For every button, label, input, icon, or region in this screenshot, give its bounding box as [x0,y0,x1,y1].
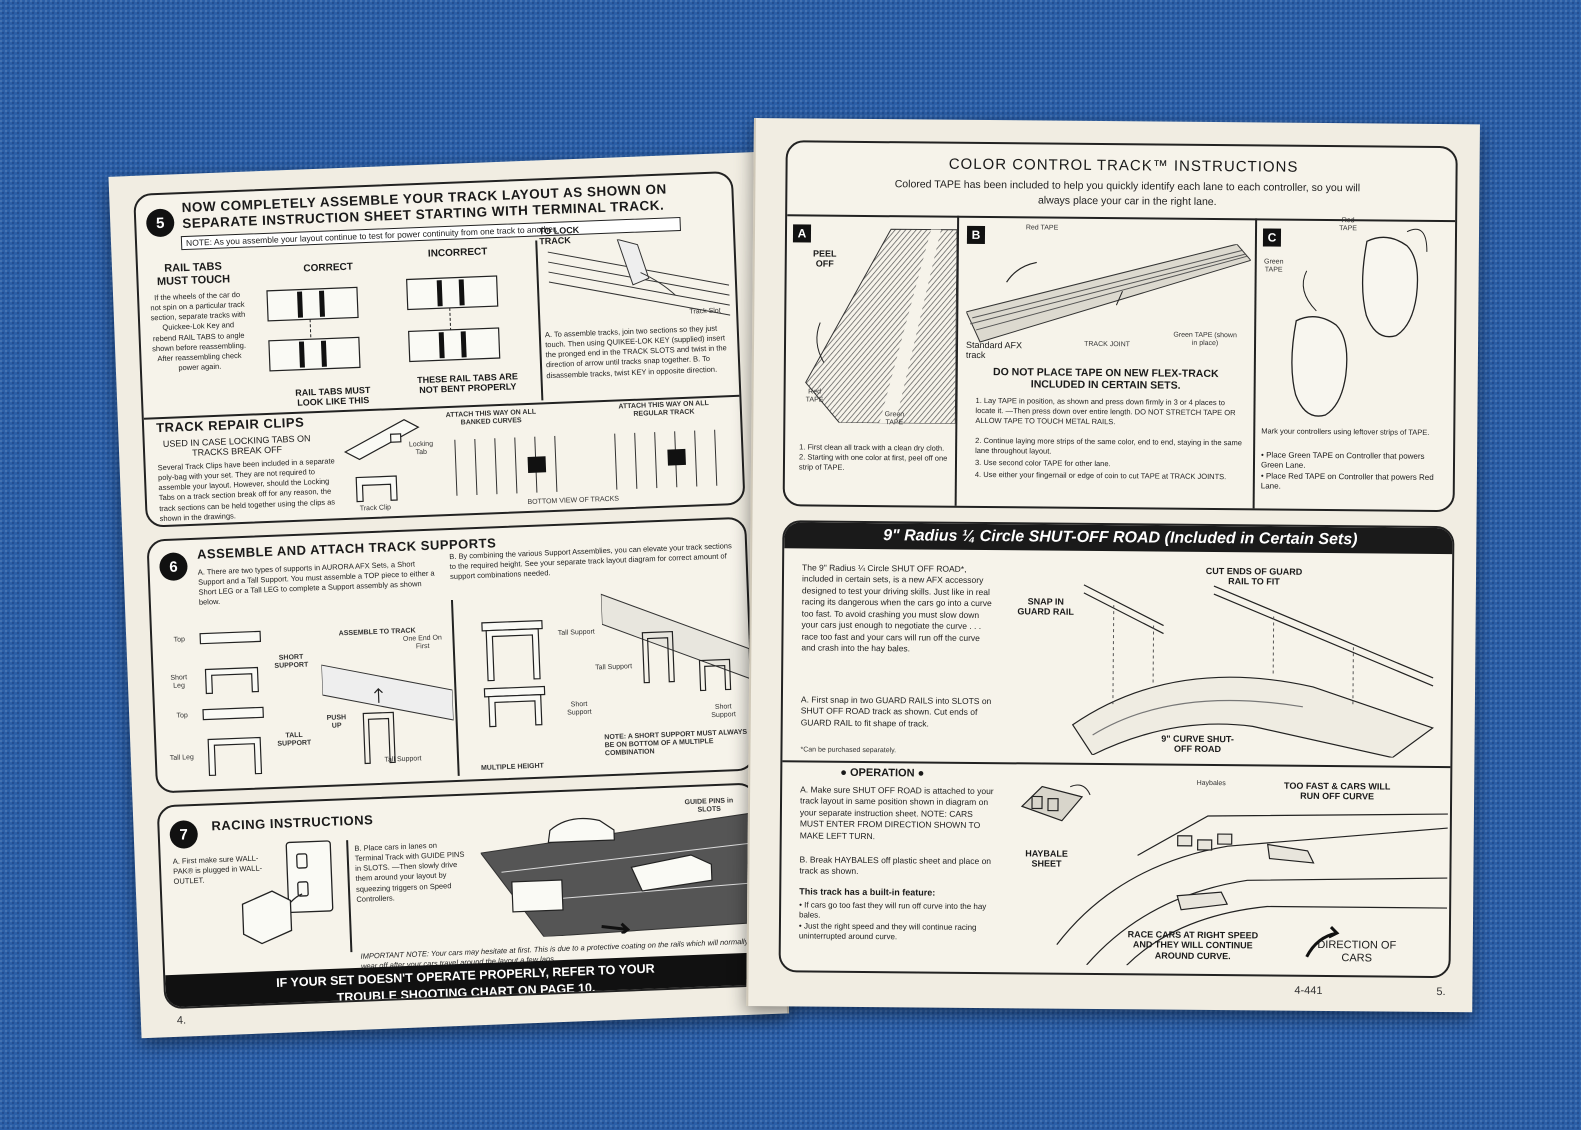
shutoff-intro: The 9" Radius ¼ Circle SHUT OFF ROAD*, i… [801,562,992,654]
race-cars-label: RACE CARS AT RIGHT SPEED AND THEY WILL C… [1127,929,1259,961]
racing-drawing [479,811,760,938]
page-code: 4-441 [1294,984,1323,997]
left-page-number: 4. [176,1014,187,1027]
shutoff-step-a: A. First snap in two GUARD RAILS into SL… [800,694,992,729]
rail-tabs-text: If the wheels of the car do not spin on … [150,289,247,373]
operation-b: B. Break HAYBALES off plastic sheet and … [799,854,992,877]
tape-a-drawing [805,228,958,424]
attach-banked-label: ATTACH THIS WAY ON ALL BANKED CURVES [445,408,537,427]
top-label-2: Top [176,712,188,720]
tall-leg-label: Tall Leg [169,754,195,762]
step6-number: 6 [158,552,189,582]
panel-c-bullet-green: Place Green TAPE on Controller that powe… [1261,450,1447,472]
panel-a-steps: 1. First clean all track with a clean dr… [798,442,948,473]
one-end-label: One End On First [402,634,443,651]
operation-a: A. Make sure SHUT OFF ROAD is attached t… [799,784,994,841]
repair-subtitle: USED IN CASE LOCKING TABS ON TRACKS BREA… [162,433,311,459]
step7-box: 7 RACING INSTRUCTIONS A. First make sure… [156,782,765,1010]
support-parts-drawing [199,630,264,777]
assemble-track-drawing [320,664,455,765]
color-control-subtitle: Colored TAPE has been included to help y… [894,178,1361,209]
step7-number: 7 [169,819,199,849]
short-support-small-1: Short Support [567,700,592,717]
step6-text-a: A. There are two types of supports in AU… [197,559,435,608]
track-clip-drawing [343,419,420,503]
short-leg-label: Short Leg [170,674,188,690]
feature-2: Just the right speed and they will conti… [799,921,993,943]
haybales-label: Haybales [1196,779,1226,788]
support-track-drawing [600,593,751,692]
left-page: 5 NOW COMPLETELY ASSEMBLE YOUR TRACK LAY… [108,152,790,1039]
multiple-height-label: MULTIPLE HEIGHT [480,762,544,773]
short-support-label: SHORT SUPPORT [274,653,309,670]
panel-b-step-1: 1. Lay TAPE in position, as shown and pr… [975,395,1236,427]
repair-title: TRACK REPAIR CLIPS [155,414,305,436]
color-control-title: COLOR CONTROL TRACK™ INSTRUCTIONS [948,155,1299,176]
top-label-1: Top [173,636,186,644]
flex-track-warning: DO NOT PLACE TAPE ON NEW FLEX-TRACK INCL… [992,366,1219,392]
panel-c-bullet-red: Place Red TAPE on Controller that powers… [1261,471,1447,493]
short-support-small-2: Short Support [711,703,736,720]
tall-support-small-1: Tall Support [384,755,422,764]
green-tape-shown-label: Green TAPE (shown in place) [1173,331,1237,348]
tape-b-drawing [965,243,1251,343]
rail-tabs-title: RAIL TABS MUST TOUCH [156,260,231,288]
bottom-view-drawing [454,429,718,496]
panel-b-step-3: 3. Use second color TAPE for other lane. [974,457,1111,469]
correct-label: CORRECT [303,261,354,275]
operation-title: ● OPERATION ● [840,766,925,780]
lock-track-drawing [547,238,731,316]
panel-c-text: Mark your controllers using leftover str… [1261,426,1430,437]
shutoff-title: 9" Radius ¼ Circle SHUT-OFF ROAD (Includ… [784,522,1455,555]
feature-list: If cars go too fast they will run off cu… [799,900,993,943]
tall-support-label: TALL SUPPORT [277,731,312,748]
red-tape-a: Red TAPE [805,388,824,404]
right-page-number: 5. [1436,985,1446,999]
step7-title: RACING INSTRUCTIONS [211,812,374,834]
step6-note: NOTE: A SHORT SUPPORT MUST ALWAYS BE ON … [604,728,748,758]
rail-tabs-drawing [266,275,501,372]
shutoff-assembly-drawing [1071,584,1434,759]
repair-text: Several Track Clips have been included i… [157,456,336,523]
step6-box: 6 ASSEMBLE AND ATTACH TRACK SUPPORTS A. … [146,516,756,794]
direction-label: DIRECTION OF CARS [1317,938,1397,965]
panel-b-step-2: 2. Continue laying more strips of the sa… [975,435,1243,456]
controllers-drawing [1291,228,1428,417]
lock-text: A. To assemble tracks, join two sections… [544,323,727,380]
attach-regular-label: ATTACH THIS WAY ON ALL REGULAR TRACK [618,399,709,418]
feature-1: If cars go too fast they will run off cu… [799,900,993,922]
red-tape-b: Red TAPE [1025,224,1059,232]
shutoff-box: 9" Radius ¼ Circle SHUT-OFF ROAD (Includ… [778,520,1455,979]
incorrect-label: INCORRECT [427,246,488,260]
standard-afx-label: Standard AFX track [965,339,1023,361]
step7-text-b: B. Place cars in lanes on Terminal Track… [354,840,465,904]
tall-support-small-2: Tall Support [557,628,595,637]
rail-tabs-not-bent-label: THESE RAIL TABS ARE NOT BENT PROPERLY [416,371,519,396]
haybale-sheet-drawing [1020,784,1091,822]
shutoff-footnote: *Can be purchased separately. [800,746,897,755]
right-page: COLOR CONTROL TRACK™ INSTRUCTIONS Colore… [746,118,1480,1013]
feature-title: This track has a built-in feature: [799,886,936,898]
panel-c-bullets: Place Green TAPE on Controller that powe… [1261,450,1447,493]
step5-box: 5 NOW COMPLETELY ASSEMBLE YOUR TRACK LAY… [133,170,746,528]
track-joint-label: TRACK JOINT [1084,340,1131,349]
wall-pak-drawing [241,840,334,945]
green-tape-a: Green TAPE [884,411,905,427]
panel-b-step-4: 4. Use either your fingernail or edge of… [974,469,1227,482]
guide-pins-label: GUIDE PINS in SLOTS [684,797,734,814]
multiple-height-drawing [481,619,546,728]
color-control-box: COLOR CONTROL TRACK™ INSTRUCTIONS Colore… [782,140,1458,513]
rail-tabs-must-label: RAIL TABS MUST LOOK LIKE THIS [295,384,371,409]
tall-support-small-3: Tall Support [595,663,633,672]
step5-number: 5 [145,208,175,238]
push-up-label: PUSH UP [326,714,347,730]
curve-label: 9" CURVE SHUT-OFF ROAD [1161,733,1234,755]
operation-track-drawing [1056,813,1448,966]
